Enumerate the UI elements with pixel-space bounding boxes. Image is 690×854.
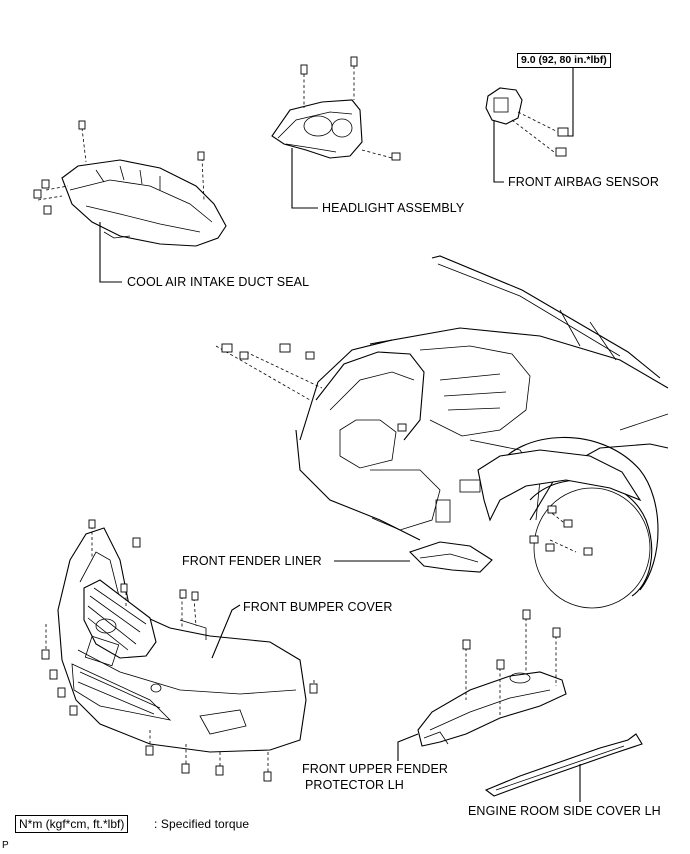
fender-protector-bolt (462, 609, 561, 670)
front-bumper-cover-part (45, 526, 315, 776)
vehicle-body-outline (215, 255, 669, 609)
headlight-assembly-label: HEADLIGHT ASSEMBLY (322, 201, 465, 215)
cool-air-intake-duct-seal-label: COOL AIR INTAKE DUCT SEAL (127, 275, 310, 289)
front-bumper-cover-label: FRONT BUMPER COVER (243, 600, 393, 614)
front-airbag-sensor-label: FRONT AIRBAG SENSOR (508, 175, 660, 189)
torque-legend-text: : Specified torque (154, 817, 250, 831)
cool-air-intake-duct-seal-part (37, 127, 227, 283)
front-fender-liner-label: FRONT FENDER LINER (182, 554, 322, 568)
headlight-bolt (300, 56, 401, 161)
front-upper-fender-protector-label-line2: PROTECTOR LH (305, 778, 404, 792)
engine-room-side-cover-label: ENGINE ROOM SIDE COVER LH (468, 804, 661, 818)
front-airbag-sensor-part (485, 67, 574, 183)
vehicle-mounting-clip (221, 343, 593, 556)
torque-spec-box: 9.0 (92, 80 in.*lbf) (517, 53, 611, 68)
front-upper-fender-protector-label-line1: FRONT UPPER FENDER (302, 762, 449, 776)
headlight-assembly-part (271, 66, 393, 209)
engine-room-side-cover-part (484, 733, 643, 802)
front-upper-fender-protector-part (397, 618, 567, 761)
duct-seal-clip (33, 120, 205, 215)
corner-mark: P (2, 840, 9, 851)
airbag-sensor-bolt (555, 127, 569, 157)
torque-legend-box: N*m (kgf*cm, ft.*lbf) (15, 815, 129, 833)
bumper-cover-screw (41, 519, 318, 782)
